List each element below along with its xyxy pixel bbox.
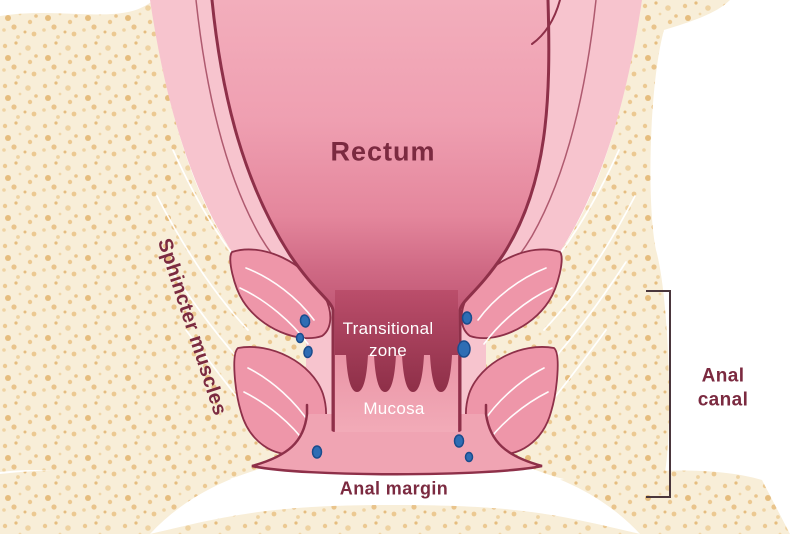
lymph-node-marker	[303, 345, 313, 359]
label-mucosa: Mucosa	[363, 398, 425, 418]
lymph-node-marker	[464, 451, 474, 463]
perianal-skin	[150, 452, 640, 534]
lymph-node-marker	[295, 332, 305, 344]
anal-margin-outline	[251, 403, 543, 476]
rectal-fold-line	[531, 0, 561, 45]
lymph-node-marker	[453, 434, 465, 448]
transitional-zone-shape	[335, 290, 458, 392]
label-rectum: Rectum	[330, 136, 436, 167]
lymph-node-marker	[461, 311, 473, 325]
lymph-node-marker	[311, 445, 323, 459]
fat-tissue-left	[0, 2, 306, 483]
rectum-interior	[212, 0, 549, 432]
label-anal-canal-line2: canal	[697, 389, 749, 410]
rectum-outline-right	[458, 0, 551, 432]
label-anal-canal-line1: Anal	[701, 365, 745, 387]
label-transitional-line1: Transitional	[342, 318, 434, 338]
label-anal-canal: Anal canal	[698, 364, 749, 412]
lymph-node-marker	[457, 340, 471, 358]
anal-canal-bracket	[646, 290, 671, 498]
label-transitional-line2: zone	[368, 341, 408, 360]
label-anal-margin: Anal margin	[339, 478, 449, 499]
label-transitional-zone: Transitional zone	[343, 318, 434, 362]
rectum-outline-left	[210, 0, 335, 432]
lymph-node-marker	[299, 314, 311, 328]
